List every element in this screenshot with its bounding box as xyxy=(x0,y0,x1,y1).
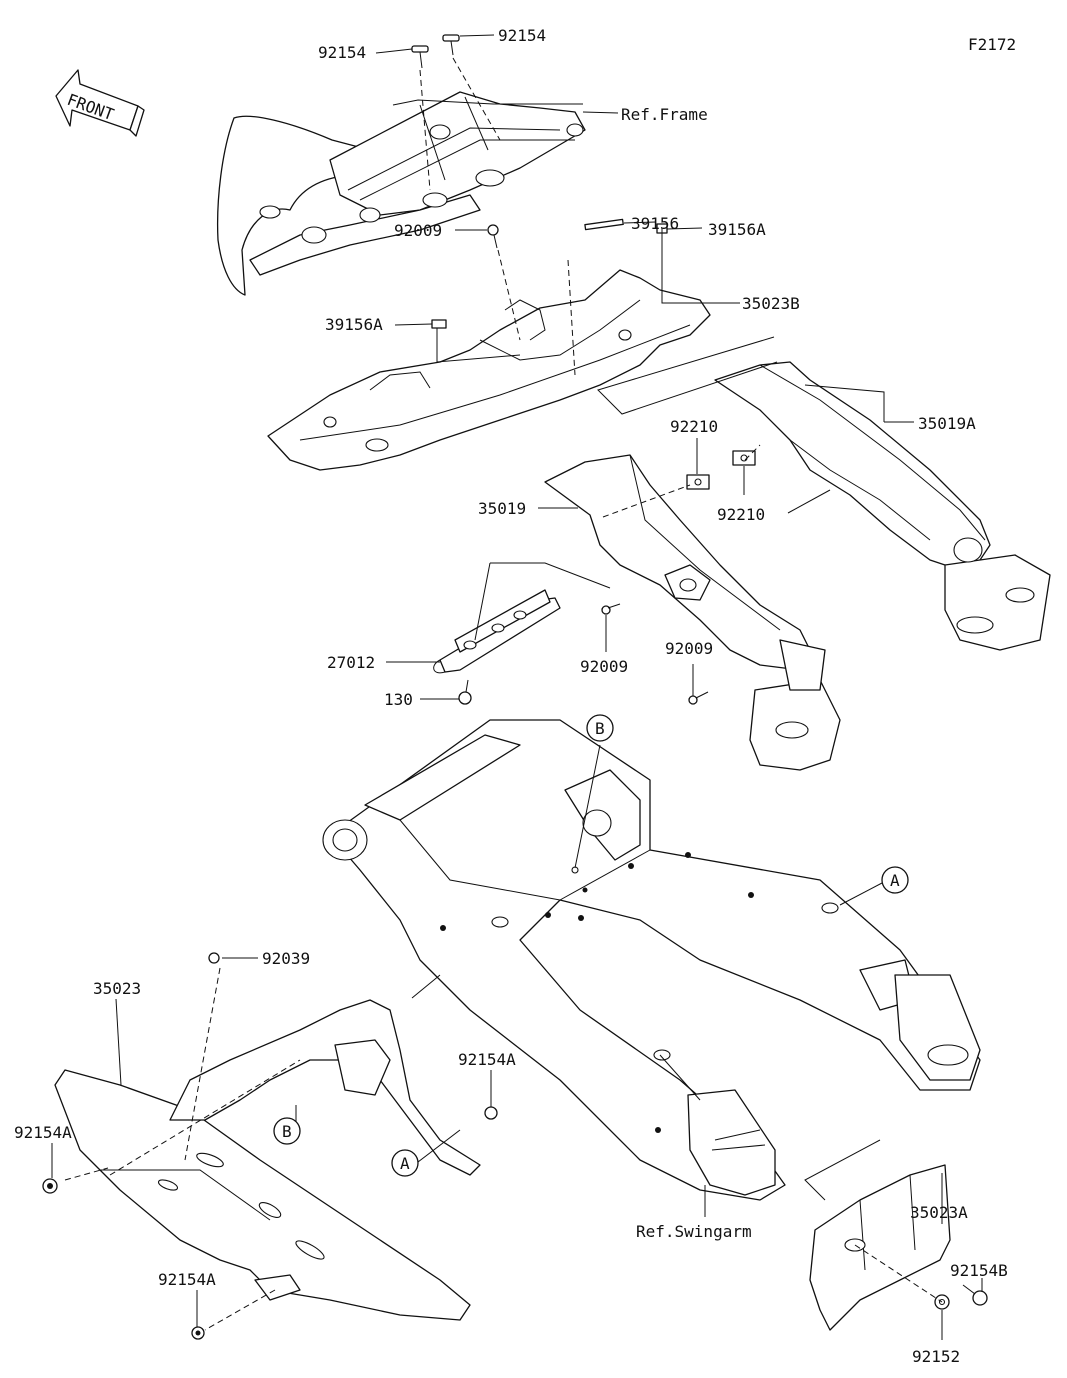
pin-39156-icon xyxy=(584,218,624,231)
label-92154A-left: 92154A xyxy=(14,1123,72,1142)
svg-text:A: A xyxy=(400,1154,410,1173)
label-92154B: 92154B xyxy=(950,1261,1008,1280)
svg-text:B: B xyxy=(595,719,605,738)
callout-a-right: A xyxy=(881,866,909,894)
callout-b-bottom: B xyxy=(273,1117,301,1145)
label-ref-swingarm: Ref.Swingarm xyxy=(636,1222,752,1241)
figure-code: F2172 xyxy=(968,35,1016,54)
label-92154A-mid: 92154A xyxy=(458,1050,516,1069)
screw-92009-mid-icon xyxy=(601,603,621,615)
label-ref-frame: Ref.Frame xyxy=(621,105,708,124)
rear-frame-part xyxy=(217,91,586,296)
rear-fender-upper-part xyxy=(267,269,711,471)
label-92009-mid: 92009 xyxy=(580,657,628,676)
screw-92154-left-icon xyxy=(411,45,429,69)
label-130: 130 xyxy=(384,690,413,709)
pad-39156A-left-icon xyxy=(431,319,447,329)
leader-lines xyxy=(51,34,983,1340)
chain-guide-cover-part xyxy=(809,1164,951,1331)
screw-92009-right-icon xyxy=(688,691,709,705)
label-92154A-bottom: 92154A xyxy=(158,1270,216,1289)
label-92210-top: 92210 xyxy=(670,417,718,436)
bolt-92154A-mid-icon xyxy=(484,1106,498,1120)
bolt-130-icon xyxy=(458,679,472,705)
callout-a-bottom: A xyxy=(391,1149,419,1177)
clip-92039-icon xyxy=(208,952,220,964)
alignment-lines xyxy=(64,57,943,1331)
svg-text:A: A xyxy=(890,871,900,890)
nut-92210-right-icon xyxy=(732,450,756,466)
label-35023B: 35023B xyxy=(742,294,800,313)
label-92009-right: 92009 xyxy=(665,639,713,658)
label-35023A: 35023A xyxy=(910,1203,968,1222)
svg-text:B: B xyxy=(282,1122,292,1141)
bracket-part xyxy=(433,589,561,674)
label-35019A: 35019A xyxy=(918,414,976,433)
label-92154-right: 92154 xyxy=(498,26,546,45)
label-92210-right: 92210 xyxy=(717,505,765,524)
label-92154-left: 92154 xyxy=(318,43,366,62)
frame-cover-left-part xyxy=(544,454,841,771)
callout-b-top: B xyxy=(586,714,614,742)
label-39156A-left: 39156A xyxy=(325,315,383,334)
frame-cover-right-part xyxy=(714,361,1051,651)
screw-92154-right-icon xyxy=(442,34,460,56)
label-35019: 35019 xyxy=(478,499,526,518)
screw-92009-top-icon xyxy=(487,224,499,249)
bolt-92154A-left-icon xyxy=(42,1178,58,1194)
bolt-92154A-bottom-icon xyxy=(191,1326,205,1340)
label-39156A-right: 39156A xyxy=(708,220,766,239)
swingarm-part xyxy=(322,719,981,1201)
front-arrow-icon: FRONT xyxy=(55,69,145,137)
label-39156: 39156 xyxy=(631,214,679,233)
nut-92210-top-icon xyxy=(686,474,710,490)
label-27012: 27012 xyxy=(327,653,375,672)
bolt-92154B-icon xyxy=(962,1284,988,1306)
label-92039: 92039 xyxy=(262,949,310,968)
label-35023: 35023 xyxy=(93,979,141,998)
chain-cover-part xyxy=(54,999,481,1321)
label-92152: 92152 xyxy=(912,1347,960,1366)
label-92009-top: 92009 xyxy=(394,221,442,240)
